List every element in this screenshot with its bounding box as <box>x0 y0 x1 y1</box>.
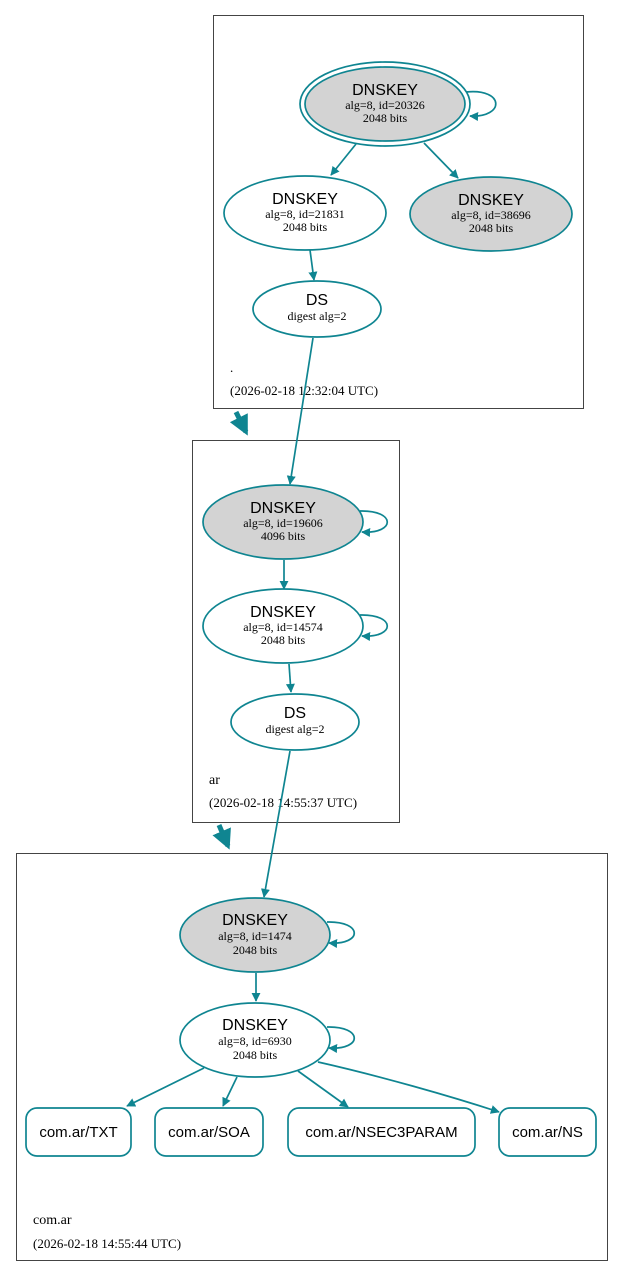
edge-root-zsk-to-ds <box>308 249 318 281</box>
delegation-arrow-root-to-ar <box>229 410 249 436</box>
ar-zsk-title: DNSKEY <box>250 604 316 621</box>
ar-ksk-title: DNSKEY <box>250 500 316 517</box>
comar-zsk-line2: 2048 bits <box>233 1048 278 1062</box>
root-zsk-line1: alg=8, id=21831 <box>265 207 345 221</box>
ar-ds-title: DS <box>284 705 306 722</box>
edge-comar-zsk-to-soa <box>222 1076 238 1107</box>
edge-comar-zsk-to-txt <box>126 1067 205 1107</box>
rrset-soa-label: com.ar/SOA <box>168 1124 250 1141</box>
comar-ksk-line2: 2048 bits <box>233 943 278 957</box>
root-ds-title: DS <box>306 292 328 309</box>
ar-zsk-line1: alg=8, id=14574 <box>243 620 323 634</box>
root-sep2-line1: alg=8, id=38696 <box>451 208 531 222</box>
rrset-nsec3param-node[interactable]: com.ar/NSEC3PARAM <box>287 1107 476 1157</box>
comar-zsk-node[interactable]: DNSKEY alg=8, id=6930 2048 bits <box>179 1002 331 1078</box>
root-ds-line1: digest alg=2 <box>287 309 346 323</box>
self-loop-ar-zsk <box>359 614 389 641</box>
edge-root-ksk-to-sep2 <box>423 142 459 179</box>
zone-comar-box <box>16 853 608 1261</box>
ar-ksk-node[interactable]: DNSKEY alg=8, id=19606 4096 bits <box>202 484 364 560</box>
delegation-arrow-ar-to-comar <box>212 824 231 850</box>
root-sep2-node[interactable]: DNSKEY alg=8, id=38696 2048 bits <box>409 176 573 252</box>
root-zsk-node[interactable]: DNSKEY alg=8, id=21831 2048 bits <box>223 175 387 251</box>
root-ksk-title: DNSKEY <box>352 82 418 99</box>
edge-ar-ds-to-comar-ksk <box>260 750 291 898</box>
zone-comar-timestamp: (2026-02-18 14:55:44 UTC) <box>33 1236 181 1251</box>
rrset-nsec3param-label: com.ar/NSEC3PARAM <box>305 1124 457 1141</box>
zone-root-name: . <box>230 360 233 375</box>
edge-ar-zsk-to-ds <box>285 663 295 693</box>
self-loop-comar-ksk <box>326 921 356 948</box>
zone-ar-name: ar <box>209 773 220 788</box>
comar-ksk-title: DNSKEY <box>222 912 288 929</box>
rrset-ns-node[interactable]: com.ar/NS <box>498 1107 597 1157</box>
root-zsk-title: DNSKEY <box>272 191 338 208</box>
edge-comar-zsk-to-nsec3param <box>297 1070 349 1108</box>
rrset-txt-label: com.ar/TXT <box>39 1124 117 1141</box>
comar-ksk-line1: alg=8, id=1474 <box>218 929 292 943</box>
rrset-soa-node[interactable]: com.ar/SOA <box>154 1107 264 1157</box>
zone-comar-name: com.ar <box>33 1213 72 1228</box>
ar-ksk-line2: 4096 bits <box>261 529 306 543</box>
rrset-ns-label: com.ar/NS <box>512 1124 583 1141</box>
ar-ksk-line1: alg=8, id=19606 <box>243 516 323 530</box>
comar-ksk-node[interactable]: DNSKEY alg=8, id=1474 2048 bits <box>179 897 331 973</box>
root-sep2-title: DNSKEY <box>458 192 524 209</box>
self-loop-root-ksk <box>465 90 497 121</box>
root-sep2-line2: 2048 bits <box>469 221 514 235</box>
edge-root-ksk-to-zsk <box>330 143 357 176</box>
root-ds-node[interactable]: DS digest alg=2 <box>252 280 382 338</box>
root-ksk-line2: 2048 bits <box>363 111 408 125</box>
zone-ar-timestamp: (2026-02-18 14:55:37 UTC) <box>209 795 357 810</box>
self-loop-comar-zsk <box>326 1026 356 1053</box>
zone-root-box <box>213 15 584 409</box>
comar-zsk-line1: alg=8, id=6930 <box>218 1034 292 1048</box>
edge-comar-zsk-to-ns <box>317 1061 500 1114</box>
rrset-txt-node[interactable]: com.ar/TXT <box>25 1107 132 1157</box>
ar-zsk-line2: 2048 bits <box>261 633 306 647</box>
ar-ds-node[interactable]: DS digest alg=2 <box>230 693 360 751</box>
ar-ds-line1: digest alg=2 <box>265 722 324 736</box>
root-ksk-node[interactable]: DNSKEY alg=8, id=20326 2048 bits <box>299 61 471 147</box>
comar-zsk-title: DNSKEY <box>222 1017 288 1034</box>
root-zsk-line2: 2048 bits <box>283 220 328 234</box>
self-loop-ar-ksk <box>359 510 389 537</box>
root-ksk-line1: alg=8, id=20326 <box>345 98 425 112</box>
edge-root-ds-to-ar-ksk <box>286 337 314 485</box>
ar-zsk-node[interactable]: DNSKEY alg=8, id=14574 2048 bits <box>202 588 364 664</box>
